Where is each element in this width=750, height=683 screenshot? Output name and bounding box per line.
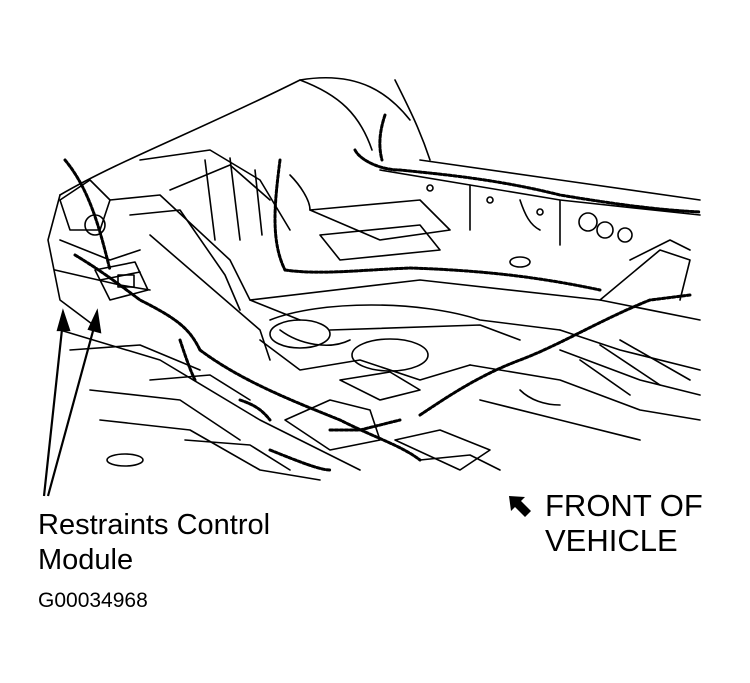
restraints-control-module-label: Restraints Control Module <box>38 508 270 578</box>
module-label-line2: Module <box>38 544 134 576</box>
callout-arrows <box>42 308 102 497</box>
front-of-vehicle-label: FRONT OF VEHICLE <box>545 488 703 558</box>
figure-id: G00034968 <box>38 589 148 612</box>
vehicle-floor-structure <box>47 76 701 481</box>
arrow-up-left-icon <box>509 496 531 517</box>
wiring-harness <box>63 113 702 472</box>
front-label-line2: VEHICLE <box>545 523 678 558</box>
front-label-line1: FRONT OF <box>545 488 703 523</box>
module-label-line1: Restraints Control <box>38 509 271 541</box>
